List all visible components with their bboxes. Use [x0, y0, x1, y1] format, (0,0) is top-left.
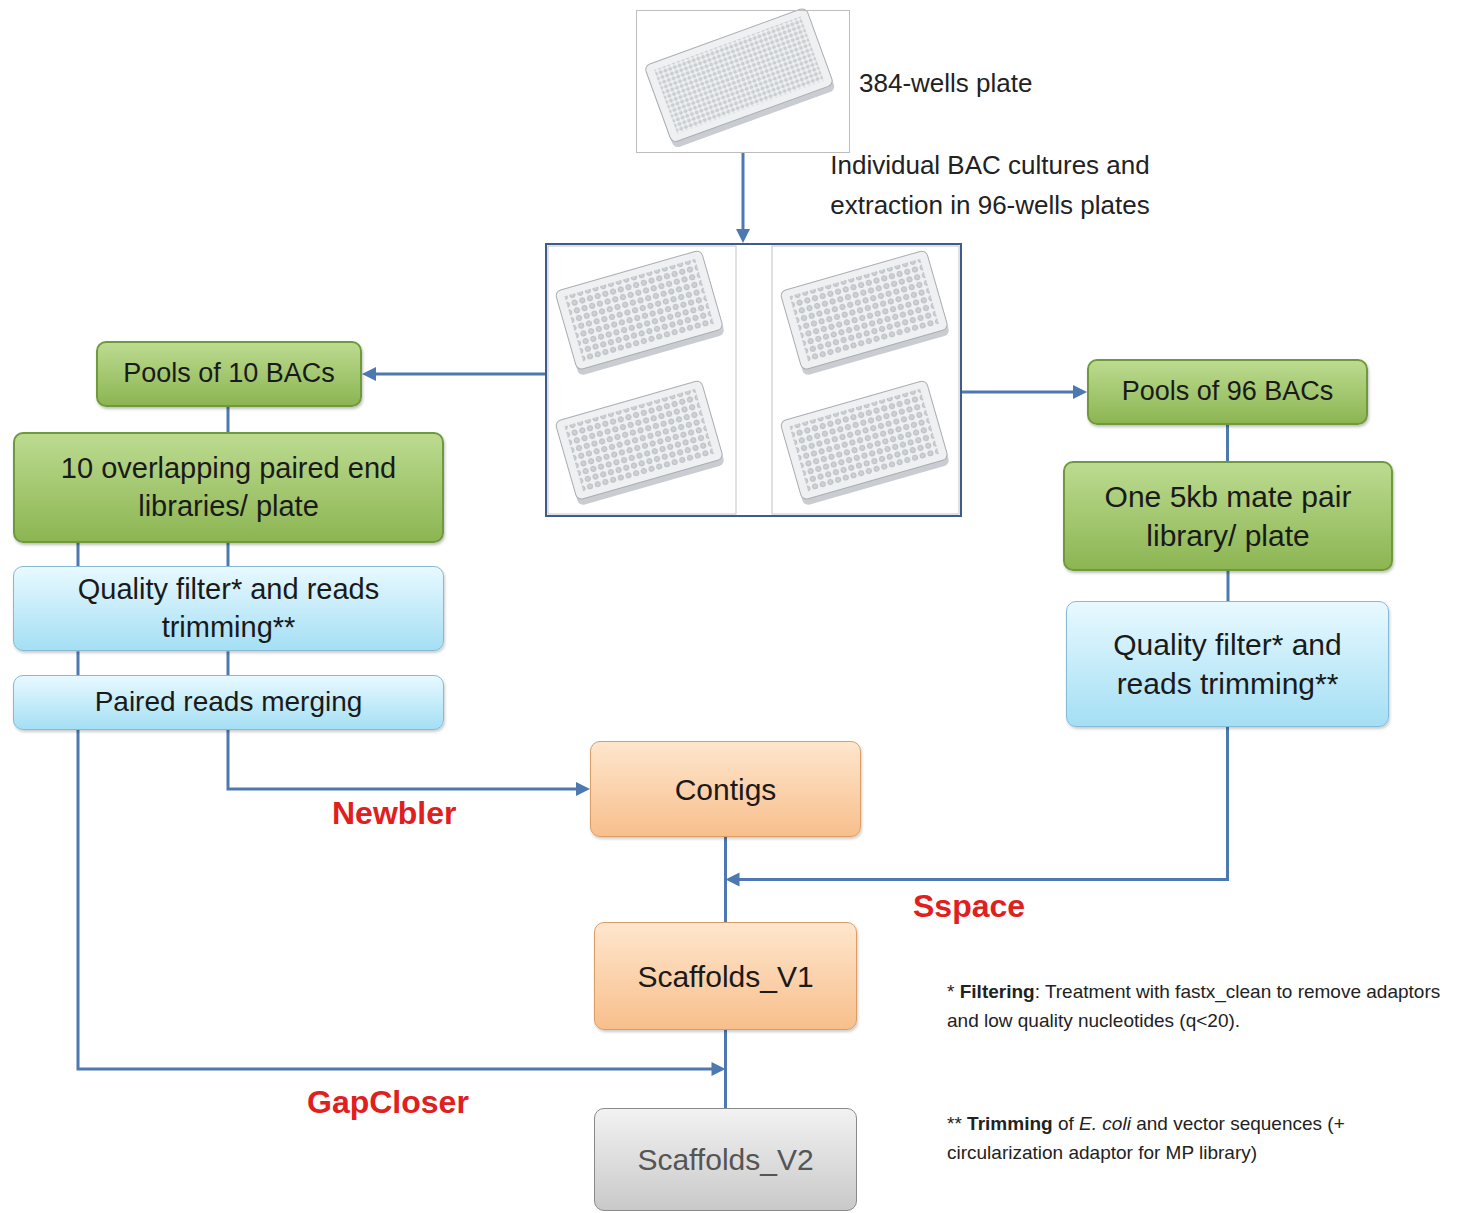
box-label: Pools of 10 BACs: [111, 352, 347, 395]
connector: [78, 651, 228, 675]
box-label: 10 overlapping paired end libraries/ pla…: [15, 446, 442, 529]
box-label: One 5kb mate pair library/ plate: [1065, 473, 1391, 559]
process-box: Scaffolds_V1: [594, 922, 857, 1030]
tool-label: Sspace: [913, 890, 1025, 922]
connector: [228, 730, 590, 796]
connector-line: [372, 373, 545, 376]
arrowhead: [712, 1062, 726, 1076]
connector-line: [77, 651, 80, 675]
plate-96: [555, 250, 725, 376]
box-label: Quality filter* and reads trimming**: [1067, 621, 1388, 707]
tool-label: Newbler: [332, 797, 456, 829]
process-box: One 5kb mate pair library/ plate: [1063, 461, 1393, 571]
box-label: Scaffolds_V1: [625, 953, 825, 1000]
footnote-text: E. coli: [1079, 1113, 1131, 1134]
arrowhead: [1073, 385, 1087, 399]
footnote-text: **: [947, 1113, 962, 1134]
tool-label: GapCloser: [307, 1086, 469, 1118]
connector-line: [228, 730, 580, 789]
arrowhead: [736, 229, 750, 243]
footnote: **TrimmingofE. coliand vector sequences …: [947, 1110, 1462, 1167]
process-box: Scaffolds_V2: [594, 1108, 857, 1211]
process-box: Contigs: [590, 741, 861, 837]
process-box: Quality filter* and reads trimming**: [13, 566, 444, 651]
plate-box: Individual BAC cultures and extraction i…: [545, 243, 962, 517]
connector-line: [227, 407, 230, 432]
plate-label: 384-wells plate: [859, 63, 1032, 103]
box-label: Paired reads merging: [83, 680, 375, 724]
plate-label: Individual BAC cultures and extraction i…: [795, 145, 1185, 225]
footnote: *Filtering: Treatment with fastx_clean t…: [947, 978, 1462, 1035]
panel: [548, 246, 736, 514]
connector-line: [227, 651, 230, 675]
plate-96: [780, 380, 950, 506]
footnote-text: Trimming: [967, 1113, 1053, 1134]
connector: [962, 385, 1087, 399]
arrowhead: [362, 367, 376, 381]
connector: [1227, 425, 1228, 461]
process-box: Quality filter* and reads trimming**: [1066, 601, 1389, 727]
process-box: Paired reads merging: [13, 675, 444, 730]
arrowhead: [726, 873, 740, 887]
plate-96: [780, 250, 950, 376]
connector-line: [962, 391, 1077, 394]
connector: [78, 543, 228, 566]
process-box: Pools of 10 BACs: [96, 341, 362, 407]
box-label: Scaffolds_V2: [625, 1136, 825, 1183]
footnote-text: of: [1058, 1113, 1074, 1134]
connector: [362, 367, 545, 381]
plate-384: [644, 7, 836, 149]
connector-line: [742, 153, 745, 233]
process-box: Pools of 96 BACs: [1087, 359, 1368, 425]
plate-96: [555, 380, 725, 506]
connector-line: [227, 543, 230, 566]
panel: [772, 246, 959, 514]
footnote-text: Filtering: [960, 981, 1035, 1002]
connector-line: [1227, 571, 1230, 601]
box-label: Quality filter* and reads trimming**: [14, 567, 443, 650]
box-label: Contigs: [663, 766, 789, 813]
connector: [1228, 571, 1229, 601]
footnote-text: *: [947, 981, 954, 1002]
box-label: Pools of 96 BACs: [1110, 370, 1346, 413]
connector: [228, 407, 229, 432]
connector: [736, 153, 750, 243]
connector-line: [1226, 425, 1229, 461]
process-box: 10 overlapping paired end libraries/ pla…: [13, 432, 444, 543]
connector-line: [77, 543, 80, 566]
arrowhead: [576, 782, 590, 796]
plate-box: 384-wells plate: [636, 10, 850, 153]
